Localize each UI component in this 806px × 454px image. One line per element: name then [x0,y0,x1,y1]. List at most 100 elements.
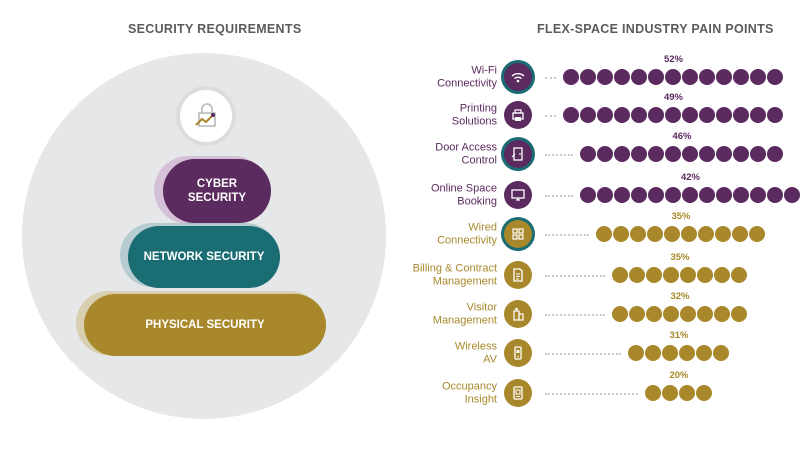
bar-dot [716,146,732,162]
leader-dots [545,77,556,81]
percent-dot-bar [596,226,765,242]
printer-icon [512,109,524,121]
bar-dot [614,107,630,123]
network-security-pill: NETWORK SECURITY [128,226,280,288]
bar-dot [733,146,749,162]
percent-label: 46% [672,131,692,142]
leader-dots [545,154,573,158]
bar-dot [682,107,698,123]
bar-dot [614,69,630,85]
pain-point-label-line: Billing & Contract [412,262,497,275]
bar-dot [767,69,783,85]
bar-dot [750,69,766,85]
bar-dot [733,69,749,85]
pain-point-label-line: Management [432,275,497,287]
building-icon [513,307,524,321]
pain-point-label-line: Connectivity [437,234,497,246]
bar-dot [662,345,678,361]
pain-point-icon-badge [504,379,532,407]
bar-dot [663,267,679,283]
percent-dot-bar [612,267,747,283]
bar-dot [648,107,664,123]
percent-dot-bar [563,69,783,85]
percent-dot-bar [645,385,712,401]
monitor-icon [511,189,525,201]
network-icon [512,228,524,240]
bar-dot [767,146,783,162]
leader-dots [545,195,573,199]
bar-dot [732,226,748,242]
wifi-icon [511,73,525,83]
bar-dot [597,146,613,162]
bar-dot [697,267,713,283]
bar-dot [682,187,698,203]
document-icon [513,268,523,282]
bar-dot [699,146,715,162]
cyber-security-label: CYBER SECURITY [187,178,247,204]
percent-dot-bar [612,306,747,322]
pain-point-label-line: Wireless [454,340,497,353]
pain-point-label-line: Door Access [435,141,497,154]
bar-dot [699,107,715,123]
bar-dot [596,226,612,242]
bar-dot [580,69,596,85]
pain-point-icon-badge [504,181,532,209]
leader-dots [545,115,556,119]
percent-dot-bar [628,345,729,361]
bar-dot [698,226,714,242]
bar-dot [679,345,695,361]
bar-dot [665,146,681,162]
bar-dot [699,187,715,203]
bar-dot [696,345,712,361]
bar-dot [750,187,766,203]
pain-point-label-line: Printing [459,102,497,115]
bar-dot [580,146,596,162]
bar-dot [597,187,613,203]
bar-dot [731,306,747,322]
pain-point-label-line: Occupancy [441,380,497,393]
door-icon [511,147,523,161]
bar-dot [680,267,696,283]
bar-dot [681,226,697,242]
badge-icon [513,386,523,400]
bar-dot [647,226,663,242]
pain-point-icon-badge [504,220,532,248]
bar-dot [646,306,662,322]
bar-dot [630,226,646,242]
bar-dot [614,187,630,203]
bar-dot [665,69,681,85]
bar-dot [631,69,647,85]
percent-label: 49% [663,92,684,103]
percent-dot-bar [580,146,783,162]
bar-dot [662,385,678,401]
pain-point-label-line: AV [483,353,497,365]
bar-dot [665,187,681,203]
bar-dot [767,107,783,123]
leader-dots [545,353,621,357]
pain-point-label-line: Booking [457,195,497,207]
leader-dots [545,393,638,397]
bar-dot [663,306,679,322]
bar-dot [716,107,732,123]
bar-dot [784,187,800,203]
bar-dot [714,267,730,283]
percent-label: 35% [670,252,690,263]
physical-security-label: PHYSICAL SECURITY [145,319,265,331]
bar-dot [715,226,731,242]
bar-dot [646,267,662,283]
bar-dot [563,107,579,123]
bar-dot [682,146,698,162]
bar-dot [714,306,730,322]
bar-dot [716,69,732,85]
bar-dot [713,345,729,361]
